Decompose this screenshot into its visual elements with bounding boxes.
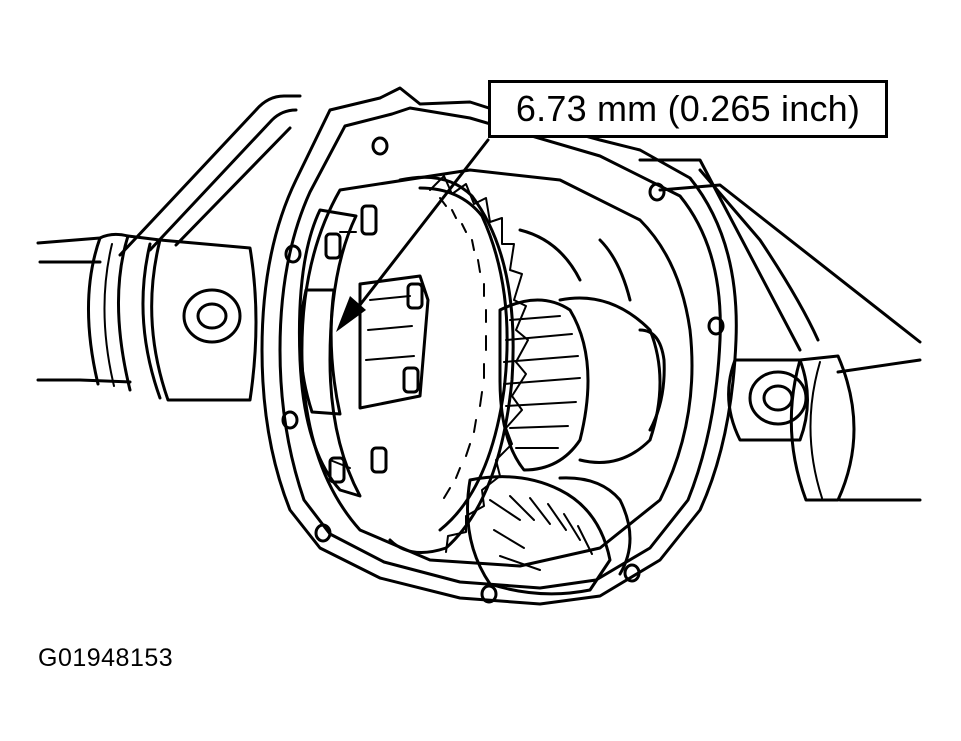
pinion-gear-cluster [466, 228, 666, 596]
housing-flange [260, 86, 738, 606]
left-mount-flange [141, 238, 258, 402]
figure-id-label: G01948153 [38, 644, 174, 672]
housing-cavity [300, 168, 694, 568]
ring-gear [388, 175, 529, 554]
measurement-label: 6.73 mm (0.265 inch) [515, 88, 861, 129]
left-upper-link [118, 94, 302, 257]
measurement-callout: 6.73 mm (0.265 inch) [488, 80, 888, 138]
leader-arrow [336, 138, 490, 332]
right-mount-flange [727, 358, 809, 442]
right-upper-link [638, 158, 922, 352]
right-axle-tube [789, 354, 922, 502]
differential-carrier [297, 204, 430, 498]
